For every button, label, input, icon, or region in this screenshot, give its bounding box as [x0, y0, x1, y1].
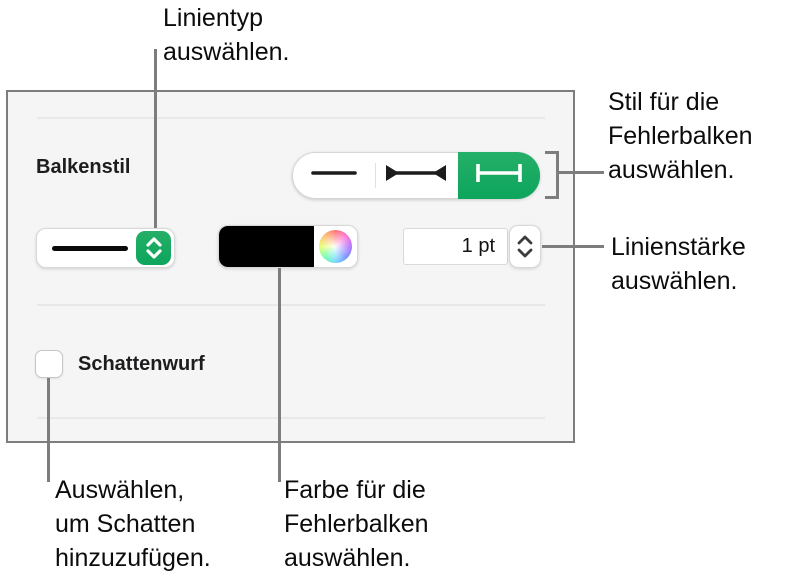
- callout-text-line: um Schatten: [55, 510, 196, 538]
- callout-text-color: Farbe für die Fehlerbalken auswählen.: [284, 473, 429, 575]
- line-width-stepper[interactable]: [509, 225, 541, 268]
- segment-cap-ended-line[interactable]: [457, 152, 540, 199]
- callout-text-line-type: Linientyp auswählen.: [163, 1, 289, 69]
- segment-plain-line[interactable]: [293, 153, 375, 198]
- shadow-checkbox[interactable]: [35, 350, 63, 378]
- callout-text-line: Farbe für die: [284, 476, 426, 504]
- color-wheel-icon: [319, 230, 352, 263]
- callout-line-stroke-width: [542, 245, 604, 248]
- callout-text-line: Stil für die: [608, 88, 720, 116]
- shadow-checkbox-label[interactable]: Schattenwurf: [78, 353, 205, 375]
- callout-line-line-type: [154, 49, 157, 228]
- callout-text-bar-style: Stil für die Fehlerbalken auswählen.: [608, 85, 753, 187]
- callout-text-line: Fehlerbalken: [284, 510, 429, 538]
- callout-text-line: Fehlerbalken: [608, 122, 753, 150]
- cap-ended-line-icon: [473, 162, 525, 189]
- up-down-chevrons-icon: [136, 231, 171, 265]
- callout-text-line: auswählen.: [608, 156, 735, 184]
- callout-line-shadow: [47, 378, 50, 482]
- separator-top: [37, 117, 545, 119]
- color-picker-button[interactable]: [314, 226, 357, 267]
- plain-line-icon: [310, 164, 358, 187]
- error-bar-color-control: [218, 225, 358, 268]
- line-type-popup-button[interactable]: [36, 228, 175, 268]
- bar-style-segmented-control: [292, 152, 540, 199]
- separator-middle: [37, 304, 545, 306]
- arrow-capped-line-icon: [385, 164, 447, 187]
- callout-text-line: auswählen.: [284, 544, 411, 572]
- chevron-down-icon: [517, 248, 533, 258]
- callout-text-line: hinzuzufügen.: [55, 544, 211, 572]
- callout-text-shadow: Auswählen, um Schatten hinzuzufügen.: [55, 473, 211, 575]
- callout-text-line: Linientyp: [163, 4, 264, 32]
- callout-text-line: Auswählen,: [55, 476, 185, 504]
- callout-text-line: auswählen.: [611, 267, 738, 295]
- solid-line-preview: [52, 246, 128, 251]
- segment-arrow-capped-line[interactable]: [375, 153, 457, 198]
- line-width-field[interactable]: [403, 228, 508, 265]
- callout-bracket-bar-style: [545, 151, 559, 199]
- segment-divider: [375, 163, 377, 188]
- callout-line-color: [278, 268, 281, 482]
- color-swatch[interactable]: [219, 226, 314, 267]
- bar-style-label: Balkenstil: [36, 156, 131, 178]
- chevron-up-icon: [517, 235, 533, 245]
- separator-bottom: [37, 417, 545, 419]
- callout-line-bar-style: [559, 171, 604, 174]
- callout-text-line: Linienstärke: [611, 233, 746, 261]
- callout-text-line: auswählen.: [163, 38, 290, 66]
- callout-text-stroke-width: Linienstärke auswählen.: [611, 230, 746, 298]
